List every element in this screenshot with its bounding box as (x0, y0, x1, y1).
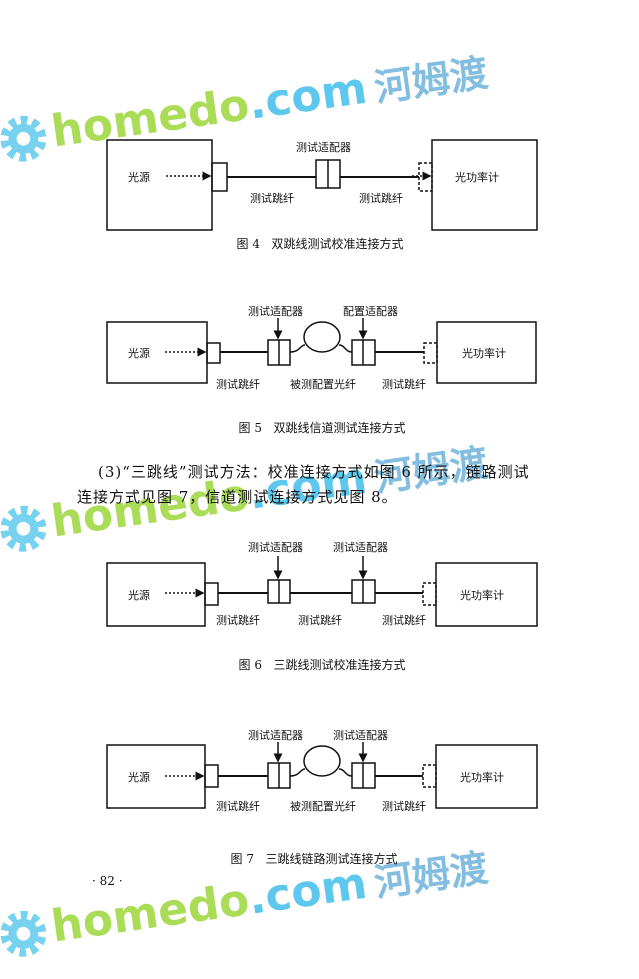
config-adapter-label: 配置适配器 (343, 305, 398, 318)
adapter-label: 测试适配器 (333, 541, 388, 554)
jumper-label: 测试跳纤 (382, 799, 426, 813)
connector (418, 162, 433, 192)
paragraph-line-2: 连接方式见图 7，信道测试连接方式见图 8。 (77, 488, 398, 506)
jumper-label: 测试跳纤 (250, 191, 294, 205)
power-meter-label: 光功率计 (460, 770, 504, 784)
fiber-coil (303, 321, 341, 353)
power-meter-label: 光功率计 (460, 588, 504, 602)
adapter-label: 测试适配器 (296, 141, 351, 154)
adapter-label: 测试适配器 (248, 305, 303, 318)
jumper-label: 测试跳纤 (382, 377, 426, 391)
page-number: · 82 · (92, 874, 123, 888)
jumper-label: 测试跳纤 (298, 613, 342, 627)
adapter-label: 测试适配器 (248, 729, 303, 742)
connector (211, 162, 228, 192)
power-meter-label: 光功率计 (455, 170, 499, 184)
jumper-label: 测试跳纤 (359, 191, 403, 205)
jumper-label: 测试跳纤 (382, 613, 426, 627)
adapter-label: 测试适配器 (248, 541, 303, 554)
figure-7-caption: 图 7 三跳线链路测试连接方式 (230, 852, 398, 866)
adapter-label: 测试适配器 (333, 729, 388, 742)
jumper-label: 测试跳纤 (216, 377, 260, 391)
power-meter-label: 光功率计 (462, 346, 506, 360)
paragraph-line-1: (3)“三跳线”测试方法：校准连接方式如图 6 所示，链路测试 (98, 463, 530, 481)
jumper-label: 测试跳纤 (216, 613, 260, 627)
power-meter-box (431, 139, 538, 231)
light-source-label: 光源 (128, 588, 150, 602)
light-source-label: 光源 (128, 770, 150, 784)
jumper-label: 测试跳纤 (216, 799, 260, 813)
config-fiber-label: 被测配置光纤 (290, 799, 356, 813)
figure-5-caption: 图 5 双跳线信道测试连接方式 (238, 421, 406, 435)
figure-6-caption: 图 6 三跳线测试校准连接方式 (238, 658, 406, 672)
light-source-box (106, 139, 213, 231)
light-source-label: 光源 (128, 170, 150, 184)
config-fiber-label: 被测配置光纤 (290, 377, 356, 391)
figure-4-caption: 图 4 双跳线测试校准连接方式 (236, 237, 404, 251)
light-source-label: 光源 (128, 346, 150, 360)
